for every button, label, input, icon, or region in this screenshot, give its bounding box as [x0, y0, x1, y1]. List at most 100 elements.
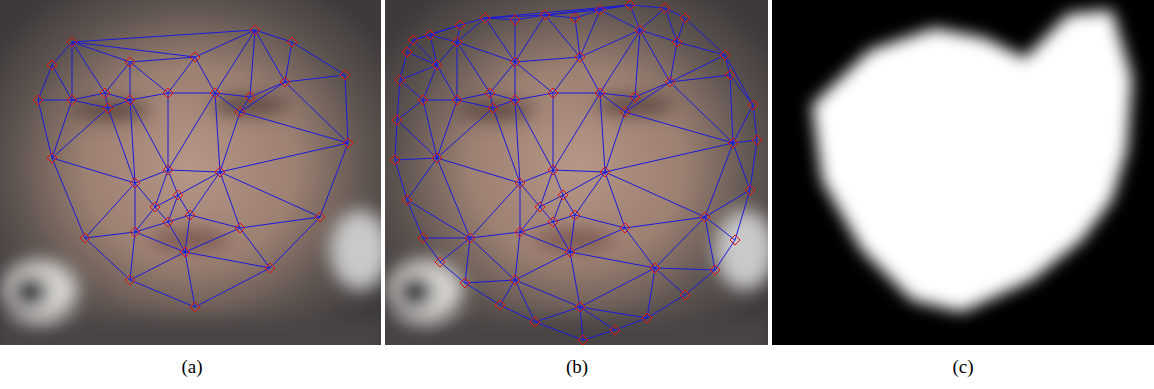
- panel-label: (b): [566, 356, 588, 379]
- landmark-point: [700, 212, 710, 222]
- landmark-point: [125, 95, 135, 105]
- landmark-point: [47, 153, 57, 163]
- mesh-edges: [38, 30, 348, 307]
- landmark-point: [125, 57, 135, 67]
- landmark-point: [635, 25, 645, 35]
- landmark-point: [465, 233, 475, 243]
- landmark-point: [67, 37, 77, 47]
- landmark-point: [515, 227, 525, 237]
- landmark-point: [600, 167, 610, 177]
- landmark-point: [558, 190, 568, 200]
- landmark-point: [625, 0, 635, 10]
- landmark-point: [510, 57, 520, 67]
- landmark-point: [565, 247, 575, 257]
- landmark-mesh: [390, 0, 762, 345]
- landmark-point: [130, 227, 140, 237]
- landmark-point: [610, 325, 620, 335]
- landmark-point: [150, 202, 160, 212]
- landmark-point: [710, 265, 720, 275]
- landmark-point: [250, 25, 260, 35]
- landmark-point: [190, 302, 200, 312]
- landmark-point: [548, 88, 558, 98]
- landmark-point: [435, 257, 445, 267]
- landmark-point: [315, 212, 325, 222]
- landmark-point: [570, 210, 580, 220]
- landmark-point: [455, 20, 465, 30]
- landmark-point: [402, 47, 412, 57]
- landmark-point: [620, 107, 630, 117]
- landmark-point: [67, 95, 77, 105]
- mesh-edges: [395, 5, 757, 340]
- landmark-point: [730, 235, 740, 245]
- landmark-point: [432, 60, 442, 70]
- landmark-point: [748, 100, 758, 110]
- landmark-point: [665, 77, 675, 87]
- landmark-point: [125, 275, 135, 285]
- landmark-point: [515, 178, 525, 188]
- landmark-point: [33, 95, 43, 105]
- panel-label: (a): [181, 356, 202, 379]
- landmark-point: [100, 88, 110, 98]
- landmark-point: [485, 88, 495, 98]
- landmark-point: [725, 70, 735, 80]
- landmark-point: [163, 217, 173, 227]
- face-mask: [772, 0, 1154, 345]
- landmark-point: [660, 3, 670, 13]
- landmark-point: [402, 195, 412, 205]
- landmark-point: [395, 75, 405, 85]
- landmark-point: [548, 217, 558, 227]
- landmark-point: [392, 115, 402, 125]
- landmark-point: [680, 290, 690, 300]
- landmark-point: [510, 15, 520, 25]
- landmark-point: [235, 223, 245, 233]
- landmark-point: [570, 13, 580, 23]
- landmark-point: [265, 263, 275, 273]
- landmark-point: [418, 95, 428, 105]
- landmark-point: [80, 233, 90, 243]
- landmark-point: [510, 95, 520, 105]
- landmark-point: [540, 10, 550, 20]
- landmark-point: [680, 13, 690, 23]
- landmark-point: [452, 37, 462, 47]
- landmark-point: [630, 92, 640, 102]
- landmark-point: [745, 185, 755, 195]
- landmark-point: [418, 233, 428, 243]
- landmark-point: [595, 5, 605, 15]
- landmark-point: [642, 313, 652, 323]
- landmark-point: [185, 210, 195, 220]
- landmark-point: [287, 37, 297, 47]
- landmark-point: [343, 138, 353, 148]
- landmark-point: [340, 70, 350, 80]
- landmark-point: [215, 167, 225, 177]
- landmark-point: [535, 202, 545, 212]
- landmark-point: [130, 178, 140, 188]
- landmark-point: [103, 103, 113, 113]
- landmark-point: [575, 52, 585, 62]
- landmark-point: [595, 88, 605, 98]
- landmark-point: [180, 247, 190, 257]
- landmark-point: [752, 135, 762, 145]
- landmark-point: [163, 165, 173, 175]
- landmark-point: [245, 92, 255, 102]
- landmark-point: [425, 30, 435, 40]
- landmark-point: [575, 302, 585, 312]
- landmark-point: [163, 88, 173, 98]
- landmark-point: [650, 263, 660, 273]
- landmark-point: [235, 107, 245, 117]
- landmark-point: [480, 13, 490, 23]
- landmark-point: [672, 37, 682, 47]
- landmark-point: [495, 300, 505, 310]
- landmark-point: [210, 88, 220, 98]
- landmark-point: [620, 223, 630, 233]
- face-photo: [385, 0, 768, 345]
- landmark-point: [280, 77, 290, 87]
- landmark-point: [190, 52, 200, 62]
- landmark-point: [720, 50, 730, 60]
- landmark-point: [578, 335, 588, 345]
- panel-label: (c): [952, 356, 973, 379]
- landmark-mesh: [33, 25, 353, 312]
- landmark-point: [173, 190, 183, 200]
- landmark-point: [510, 275, 520, 285]
